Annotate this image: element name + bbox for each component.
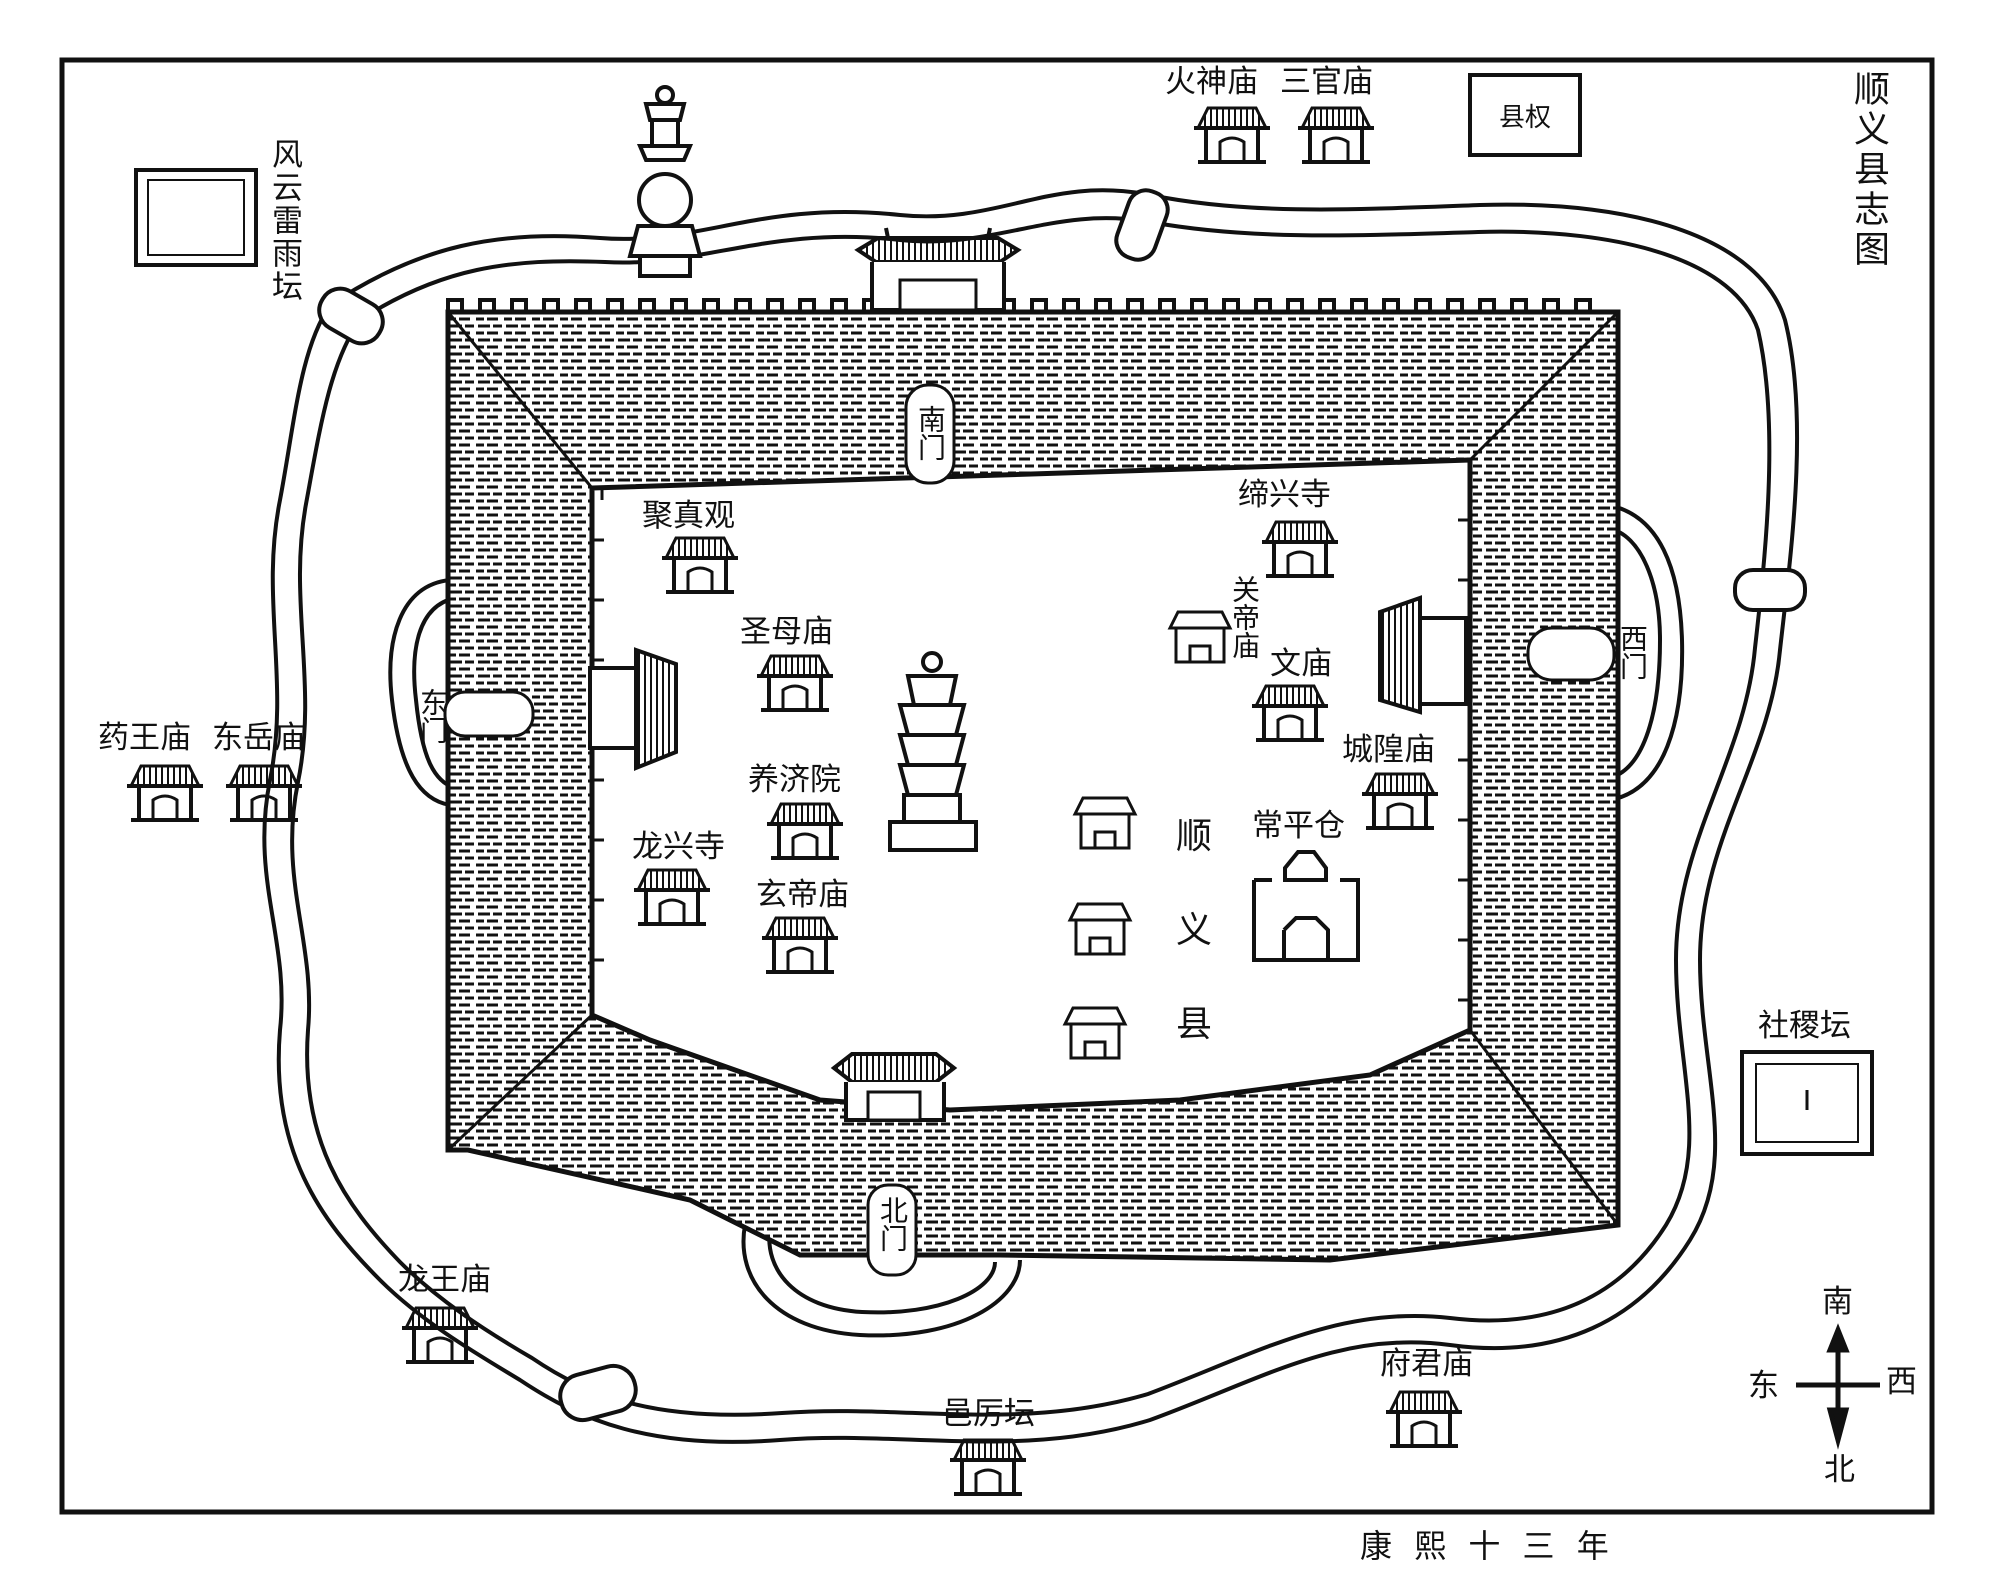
building-fujun xyxy=(1384,1390,1464,1448)
gate-label-south: 南门 xyxy=(914,405,947,461)
label-juzhen: 聚真观 xyxy=(642,498,735,534)
compass-bottom: 北 xyxy=(1824,1452,1855,1488)
granary-compound xyxy=(1252,850,1360,962)
seal-box xyxy=(1468,73,1582,157)
building-wenmiao xyxy=(1250,684,1330,742)
gate-label-east: 东门 xyxy=(416,688,449,744)
label-yangji: 养济院 xyxy=(748,762,841,798)
moat-loop-north xyxy=(741,1224,1022,1338)
east-gate-opening xyxy=(443,690,535,738)
county-char-1: 顺 xyxy=(1176,816,1212,857)
map-frame xyxy=(59,57,1935,1515)
altar-sheji xyxy=(1740,1050,1874,1156)
building-guandi xyxy=(1168,610,1232,664)
west-gate-tower xyxy=(1378,595,1468,715)
gate-label-north: 北门 xyxy=(876,1196,909,1252)
county-char-2: 义 xyxy=(1176,910,1212,951)
building-county-2 xyxy=(1068,902,1132,956)
building-yili xyxy=(948,1438,1028,1496)
label-guandi: 关帝庙 xyxy=(1228,575,1261,659)
county-char-3: 县 xyxy=(1176,1004,1212,1045)
moat-inner xyxy=(290,216,1772,1417)
south-gate-tower xyxy=(854,227,1022,312)
building-yangji xyxy=(765,802,845,860)
wall-crenellation-inner xyxy=(592,486,1470,1002)
building-huoshen xyxy=(1192,106,1272,164)
east-gate-tower xyxy=(588,647,678,771)
moat-loop-west xyxy=(1607,503,1685,802)
label-longxing: 龙兴寺 xyxy=(632,829,725,865)
seal-text: 县权 xyxy=(1499,103,1551,133)
outer-pagoda xyxy=(627,85,703,278)
compass-left: 东 xyxy=(1748,1368,1779,1404)
building-xuandi xyxy=(760,916,840,974)
building-longxing xyxy=(632,868,712,926)
moat-bridges xyxy=(317,188,1807,1423)
label-xuandi: 玄帝庙 xyxy=(756,877,849,913)
building-dixing xyxy=(1260,520,1340,578)
label-chenghuang: 城隍庙 xyxy=(1342,732,1435,768)
label-huoshen: 火神庙 xyxy=(1165,64,1258,100)
label-dixing: 缔兴寺 xyxy=(1238,477,1331,513)
label-wenmiao: 文庙 xyxy=(1270,646,1332,682)
city-wall xyxy=(445,309,1621,1263)
map-title: 顺义县志图 xyxy=(1848,70,1889,270)
altar-fengyun xyxy=(134,168,258,267)
building-juzhen xyxy=(660,536,740,594)
compass-right: 西 xyxy=(1886,1364,1917,1400)
inner-pagoda xyxy=(888,651,978,852)
moat-loop-north-inner xyxy=(767,1227,997,1315)
wall-corner-lines xyxy=(446,310,1620,1226)
moat-loop-west-inner xyxy=(1607,526,1663,780)
label-shengmu: 圣母庙 xyxy=(740,614,833,650)
compass-top: 南 xyxy=(1822,1284,1853,1320)
label-sanguan: 三官庙 xyxy=(1280,64,1373,100)
wall-crenellation-top xyxy=(446,298,1618,314)
footer-caption: 康 熙 十 三 年 xyxy=(1360,1527,1615,1565)
label-yaowang: 药王庙 xyxy=(98,720,191,756)
building-sanguan xyxy=(1296,106,1376,164)
compass xyxy=(1796,1323,1880,1450)
south-gate-opening xyxy=(904,383,956,485)
west-gate-opening xyxy=(1526,626,1616,682)
label-fengyun: 风云雷雨坛 xyxy=(266,138,302,303)
building-chenghuang xyxy=(1360,772,1440,830)
building-longwang xyxy=(400,1306,480,1364)
gate-label-west: 西门 xyxy=(1616,624,1649,680)
moat-loop-east-inner xyxy=(412,596,456,790)
building-county-1 xyxy=(1073,796,1137,850)
label-sheji: 社稷坛 xyxy=(1758,1008,1851,1044)
moat-loop-east xyxy=(388,578,451,807)
north-gate-tower xyxy=(830,1052,958,1122)
building-shengmu xyxy=(755,654,835,712)
label-dongyue: 东岳庙 xyxy=(212,720,305,756)
moat-outer xyxy=(262,188,1800,1444)
label-yili: 邑厉坛 xyxy=(942,1396,1035,1432)
north-gate-opening xyxy=(866,1183,918,1277)
label-fujun: 府君庙 xyxy=(1380,1346,1473,1382)
label-changping: 常平仓 xyxy=(1252,808,1345,844)
building-county-3 xyxy=(1063,1006,1127,1060)
label-longwang: 龙王庙 xyxy=(398,1262,491,1298)
building-yaowang xyxy=(125,764,205,822)
